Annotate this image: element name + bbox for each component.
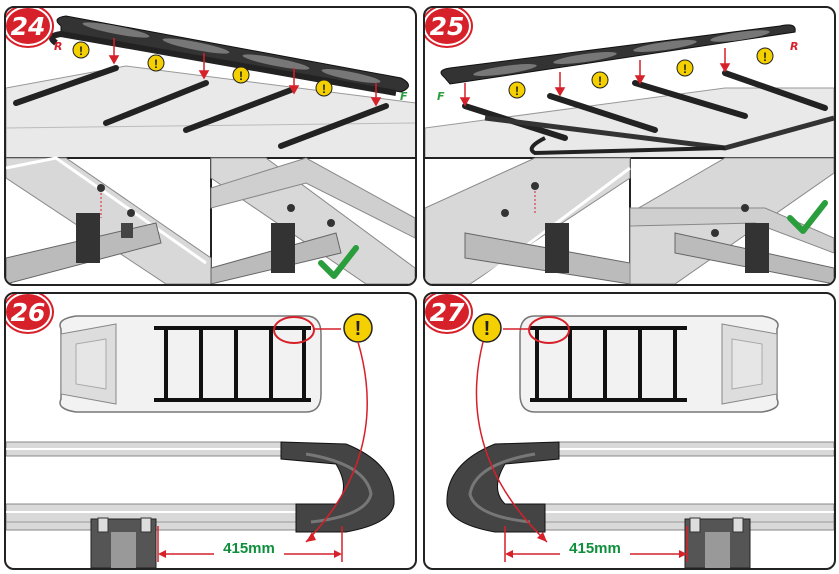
exclamation-warning-icon: ! bbox=[472, 313, 502, 343]
highlight-circle bbox=[528, 316, 570, 344]
step-25-illustration: ! ! ! ! R F bbox=[425, 24, 834, 284]
svg-text:!: ! bbox=[683, 62, 687, 76]
detail-left-before bbox=[425, 157, 631, 284]
step-26-panel: ! 415mm 26 bbox=[4, 292, 417, 570]
step-24-panel: ! ! ! ! R F 24 bbox=[4, 6, 417, 286]
checkmark-icon bbox=[787, 200, 828, 234]
svg-text:!: ! bbox=[598, 74, 602, 88]
measurement-label: 415mm bbox=[223, 540, 275, 557]
roof-bars bbox=[13, 65, 389, 149]
exclamation-warning-icon: ! ! ! ! bbox=[72, 41, 333, 97]
svg-text:!: ! bbox=[154, 57, 158, 71]
exclamation-warning-icon: ! ! ! ! bbox=[508, 47, 774, 99]
step-27-illustration: ! 415mm bbox=[446, 313, 834, 568]
roof-rack-ladder bbox=[154, 326, 311, 402]
highlight-circle bbox=[273, 316, 315, 344]
checkmark-icon bbox=[318, 245, 359, 279]
svg-text:!: ! bbox=[763, 50, 767, 64]
callout-arrow bbox=[475, 341, 548, 543]
rail-detail bbox=[6, 441, 395, 568]
rear-marker: R bbox=[54, 40, 62, 53]
placement-arrows bbox=[108, 38, 382, 107]
svg-text:!: ! bbox=[322, 82, 326, 96]
detail-left-before bbox=[6, 156, 212, 284]
rail-detail bbox=[446, 441, 834, 568]
step-25-badge: 25 bbox=[425, 8, 471, 46]
front-marker: F bbox=[400, 90, 408, 103]
step-27-badge: 27 bbox=[425, 294, 471, 332]
measurement-label: 415mm bbox=[569, 540, 621, 557]
rear-marker: R bbox=[790, 40, 798, 53]
detail-right-after bbox=[210, 157, 415, 284]
svg-text:!: ! bbox=[484, 318, 491, 340]
roof-rack-frame bbox=[440, 24, 834, 156]
van-top-view bbox=[519, 315, 779, 413]
detail-right-after bbox=[629, 157, 834, 284]
callout-arrow bbox=[305, 341, 368, 543]
van-top-view bbox=[59, 315, 322, 413]
step-26-illustration: ! 415mm bbox=[6, 313, 395, 568]
step-24-badge: 24 bbox=[6, 8, 52, 46]
svg-text:!: ! bbox=[515, 84, 519, 98]
step-26-badge: 26 bbox=[6, 294, 52, 332]
step-27-panel: ! 415mm 27 bbox=[423, 292, 836, 570]
front-marker: F bbox=[437, 90, 445, 103]
svg-text:!: ! bbox=[79, 44, 83, 58]
svg-text:!: ! bbox=[239, 69, 243, 83]
placement-arrows bbox=[459, 48, 731, 107]
exclamation-warning-icon: ! bbox=[343, 313, 373, 343]
step-24-illustration: ! ! ! ! R F bbox=[6, 15, 415, 284]
step-25-panel: ! ! ! ! R F 25 bbox=[423, 6, 836, 286]
roof-bars bbox=[462, 70, 828, 141]
roof-rack-frame bbox=[49, 15, 409, 96]
svg-text:!: ! bbox=[355, 318, 362, 340]
